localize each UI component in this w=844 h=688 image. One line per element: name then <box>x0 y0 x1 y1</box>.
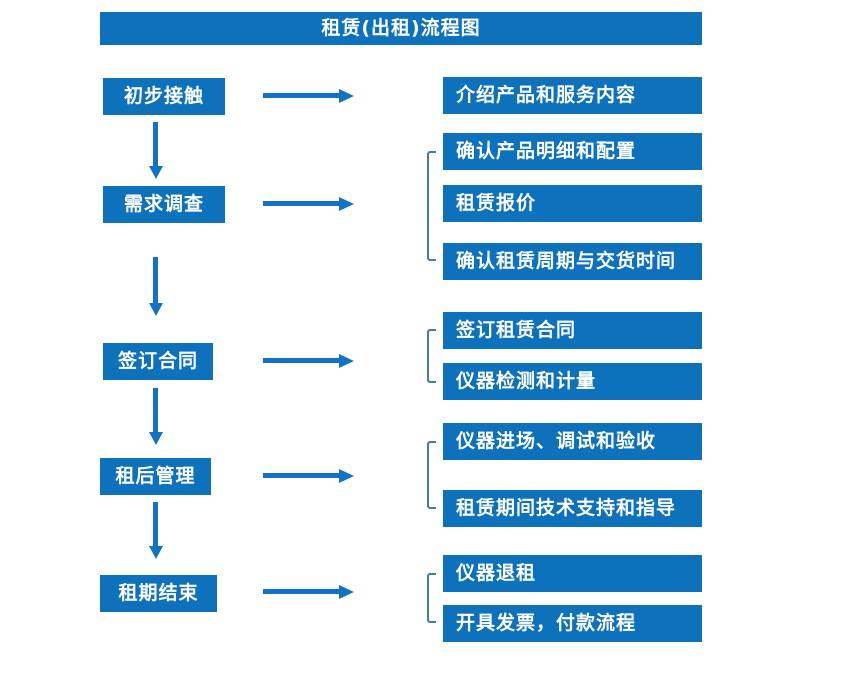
down-arrow-1 <box>149 122 163 179</box>
detail-box-introduce-products: 介绍产品和服务内容 <box>443 77 702 114</box>
right-arrow-4 <box>263 469 354 483</box>
step-box-lease-end: 租期结束 <box>100 575 217 612</box>
detail-box-instrument-setup: 仪器进场、调试和验收 <box>443 423 702 460</box>
step-box-post-rental-mgmt: 租后管理 <box>100 458 211 495</box>
detail-box-rental-quote: 租赁报价 <box>443 185 702 222</box>
group-bracket-sign-contract <box>427 329 436 383</box>
group-bracket-demand-survey <box>427 151 436 261</box>
down-arrow-2 <box>149 257 163 316</box>
right-arrow-1 <box>263 89 354 103</box>
group-bracket-post-rental <box>427 441 436 509</box>
down-arrow-3 <box>149 388 163 445</box>
down-arrow-4 <box>149 502 163 559</box>
right-arrow-2 <box>263 197 354 211</box>
step-box-initial-contact: 初步接触 <box>103 78 225 115</box>
step-box-sign-contract: 签订合同 <box>103 343 213 380</box>
detail-box-tech-support: 租赁期间技术支持和指导 <box>443 490 702 527</box>
detail-box-sign-rental-contract: 签订租赁合同 <box>443 312 702 349</box>
detail-box-instrument-return: 仪器退租 <box>443 555 702 592</box>
detail-box-instrument-testing: 仪器检测和计量 <box>443 363 702 400</box>
group-bracket-lease-end <box>427 573 436 623</box>
flowchart-title: 租赁(出租)流程图 <box>100 12 702 45</box>
right-arrow-5 <box>263 585 354 599</box>
right-arrow-3 <box>263 354 354 368</box>
step-box-demand-survey: 需求调查 <box>103 186 225 223</box>
detail-box-confirm-period: 确认租赁周期与交货时间 <box>443 243 702 280</box>
detail-box-confirm-details: 确认产品明细和配置 <box>443 133 702 170</box>
detail-box-invoice-payment: 开具发票，付款流程 <box>443 605 702 642</box>
